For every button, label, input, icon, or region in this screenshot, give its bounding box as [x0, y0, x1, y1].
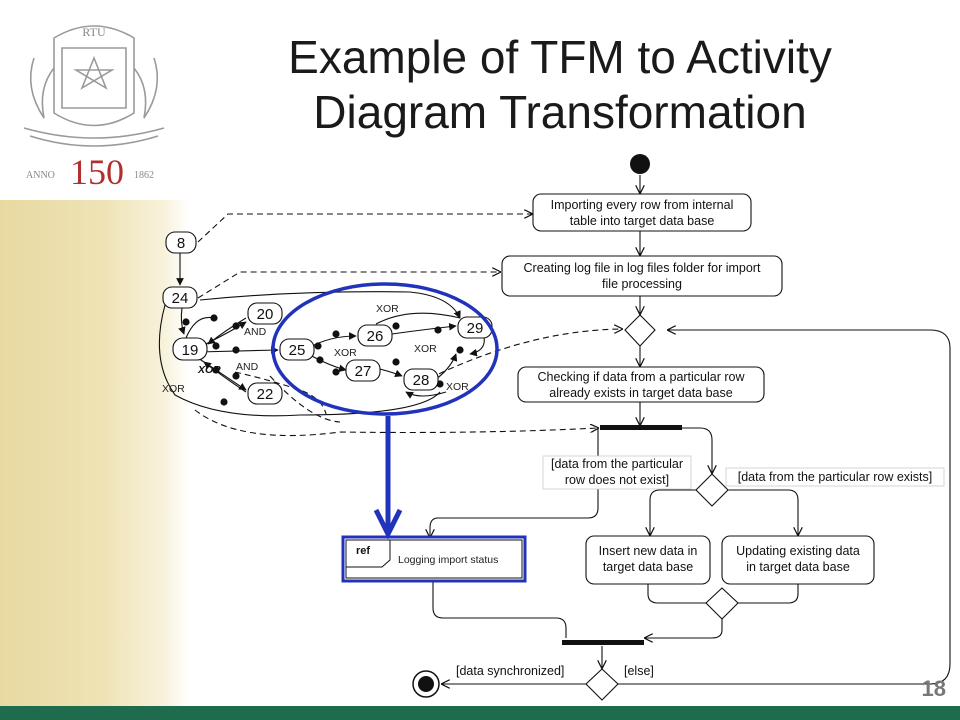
logo-year-text: 1862 — [134, 170, 154, 181]
svg-text:29: 29 — [467, 320, 484, 337]
tfm-node-27: 27 — [345, 359, 381, 382]
action-import-rows: Importing every row from internal table … — [532, 193, 752, 232]
svg-text:already exists in target data: already exists in target data base — [549, 386, 732, 400]
guard-not-exist: [data from the particular row does not e… — [542, 455, 692, 490]
svg-text:24: 24 — [172, 290, 189, 307]
fork-bar — [600, 425, 682, 430]
highlight-ellipse — [271, 282, 499, 416]
svg-text:8: 8 — [177, 235, 185, 252]
svg-text:19: 19 — [182, 342, 199, 359]
svg-text:25: 25 — [289, 342, 306, 359]
logo-digits: 150 — [70, 152, 124, 188]
decorative-background-panel — [0, 200, 190, 706]
merge-after-actions — [705, 587, 739, 620]
action-create-log: Creating log file in log files folder fo… — [501, 255, 783, 297]
logo-top-text: RTU — [82, 25, 106, 39]
transformation-arrow — [373, 416, 403, 540]
page-number: 18 — [921, 676, 946, 701]
title-line-2: Diagram Transformation — [313, 86, 807, 138]
svg-text:file processing: file processing — [602, 277, 682, 291]
tfm-node-19: 19 — [172, 337, 208, 361]
label-xor-bottom-right: XOR — [446, 381, 469, 393]
svg-text:row does not exist]: row does not exist] — [565, 473, 669, 487]
merge-node — [624, 314, 656, 347]
title-line-1: Example of TFM to Activity — [288, 31, 832, 83]
ref-logging-import-status: ref Logging import status — [341, 535, 527, 583]
svg-text:[data from the particular: [data from the particular — [551, 457, 683, 471]
label-and-top: AND — [244, 326, 267, 338]
svg-text:target data base: target data base — [603, 560, 693, 574]
tfm-node-20: 20 — [247, 302, 283, 325]
label-xor-bold: XOR — [197, 364, 221, 376]
svg-text:ref: ref — [356, 545, 370, 557]
svg-text:Creating log file in log files: Creating log file in log files folder fo… — [524, 261, 761, 275]
tfm-node-8: 8 — [165, 231, 197, 254]
tfm-node-28: 28 — [403, 368, 439, 391]
final-node — [412, 670, 440, 698]
label-xor-mid-right: XOR — [414, 343, 437, 355]
label-xor-top: XOR — [376, 303, 399, 315]
svg-text:Logging import status: Logging import status — [398, 554, 498, 566]
label-xor-mid-left: XOR — [334, 347, 357, 359]
svg-text:Checking if data from a partic: Checking if data from a particular row — [537, 370, 745, 384]
tfm-node-29: 29 — [457, 316, 493, 339]
tfm-node-22: 22 — [247, 382, 283, 405]
page-title: Example of TFM to Activity Diagram Trans… — [200, 30, 920, 140]
rtu-logo: RTU ANNO 150 1862 — [23, 25, 165, 188]
svg-text:27: 27 — [355, 363, 372, 380]
svg-text:Importing every row from inter: Importing every row from internal — [551, 198, 734, 212]
svg-text:table into target data base: table into target data base — [570, 214, 715, 228]
guard-exists: [data from the particular row exists] — [725, 467, 945, 487]
join-bar — [562, 640, 644, 645]
svg-text:22: 22 — [257, 386, 274, 403]
svg-text:Insert new data in: Insert new data in — [599, 544, 698, 558]
svg-text:[data from the particular row: [data from the particular row exists] — [738, 470, 933, 484]
svg-text:20: 20 — [257, 306, 274, 323]
tfm-node-26: 26 — [357, 324, 393, 347]
initial-node — [630, 154, 650, 174]
guard-else: [else] — [624, 664, 654, 678]
action-check-exists: Checking if data from a particular row a… — [517, 366, 765, 403]
guard-synchronized: [data synchronized] — [456, 664, 564, 678]
tfm-node-25: 25 — [279, 338, 315, 361]
decision-synchronized — [585, 668, 619, 701]
svg-text:28: 28 — [413, 372, 430, 389]
label-and-bottom: AND — [236, 361, 259, 373]
action-insert-new: Insert new data in target data base — [585, 535, 711, 585]
decision-exists — [695, 473, 729, 507]
svg-text:Updating existing data: Updating existing data — [736, 544, 860, 558]
svg-text:26: 26 — [367, 328, 384, 345]
action-update-existing: Updating existing data in target data ba… — [721, 535, 875, 585]
label-xor-left: XOR — [162, 383, 185, 395]
bottom-bar — [0, 706, 960, 720]
tfm-node-24: 24 — [162, 286, 198, 309]
svg-text:in target data base: in target data base — [746, 560, 850, 574]
logo-anno-text: ANNO — [26, 170, 55, 181]
